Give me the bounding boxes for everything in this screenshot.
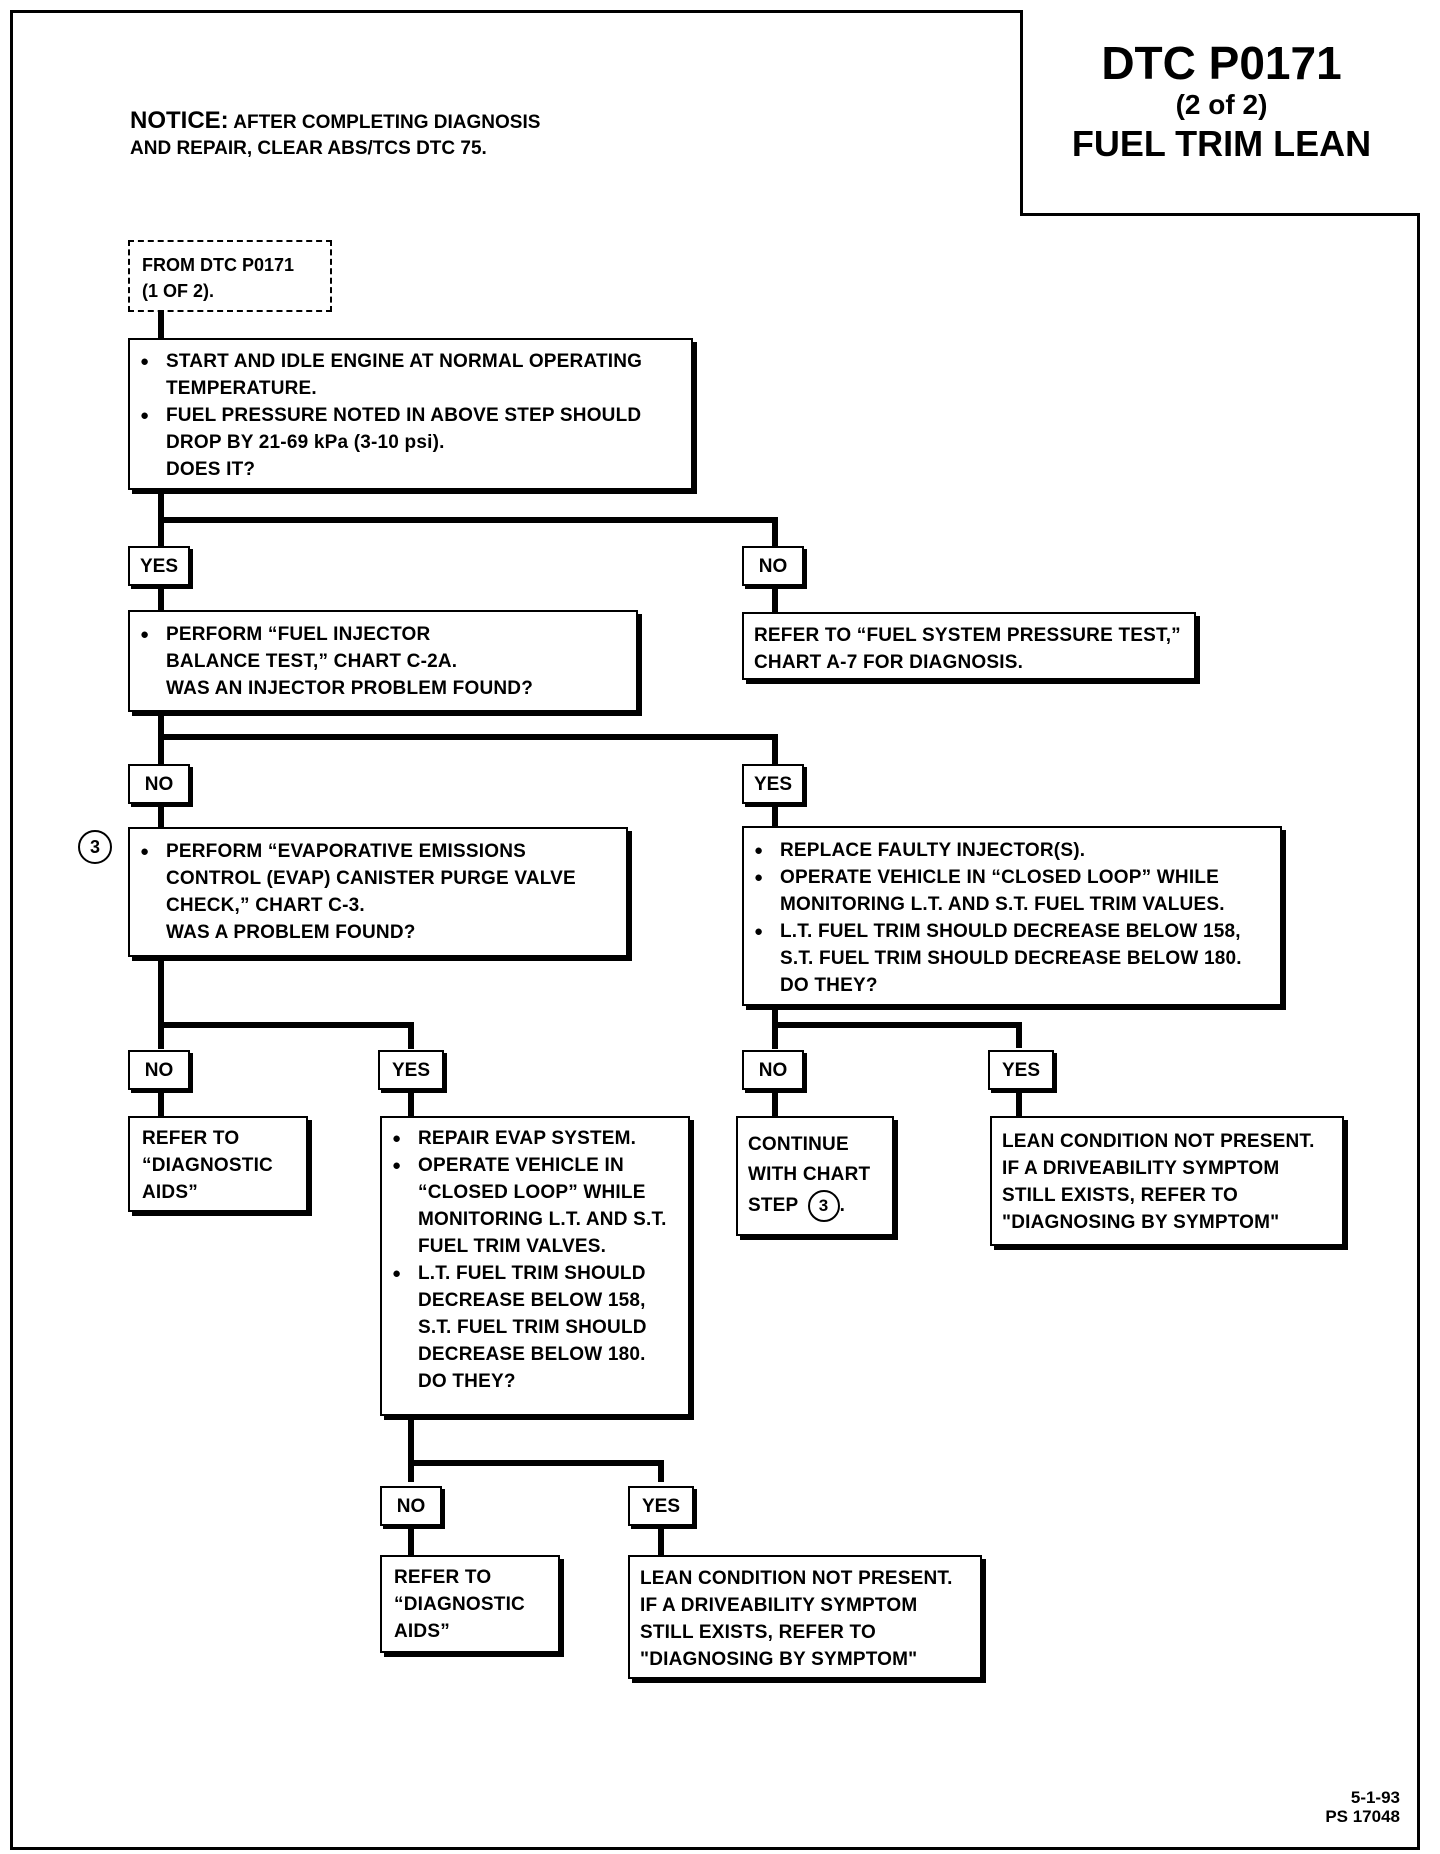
injector-yes-bullet2: OPERATE VEHICLE IN “CLOSED LOOP” WHILE M… [748,864,1270,918]
no-label: NO [380,1486,442,1526]
page-frame [10,10,1420,1850]
connector [158,1022,414,1028]
no-label: NO [742,1050,804,1090]
connector [158,1091,164,1118]
from-dtc-box: FROM DTC P0171 (1 OF 2). [128,240,332,312]
continue-step-label: STEP [748,1195,799,1216]
notice-lead: NOTICE: [130,107,229,134]
evap-yes-bullet1: REPAIR EVAP SYSTEM. [386,1125,678,1152]
refer-fuel-pressure-box: REFER TO “FUEL SYSTEM PRESSURE TEST,” CH… [742,612,1196,680]
connector [772,1091,778,1118]
lean-not-present-box-1: LEAN CONDITION NOT PRESENT. IF A DRIVEAB… [990,1116,1344,1246]
title-code: DTC P0171 [1101,37,1342,89]
step3-bullet1: PERFORM “EVAPORATIVE EMISSIONS CONTROL (… [134,838,616,919]
refer-da2-line3: AIDS” [394,1621,450,1642]
step3-box: PERFORM “EVAPORATIVE EMISSIONS CONTROL (… [128,827,628,957]
yes-label: YES [742,764,804,804]
connector [772,734,778,768]
continue-line2: WITH CHART [748,1164,871,1185]
connector [158,585,164,610]
evap-yes-bullet2: OPERATE VEHICLE IN “CLOSED LOOP” WHILE M… [386,1152,678,1260]
step2-box: PERFORM “FUEL INJECTOR BALANCE TEST,” CH… [128,610,638,712]
title-name: FUEL TRIM LEAN [1071,123,1372,164]
evap-yes-box: REPAIR EVAP SYSTEM. OPERATE VEHICLE IN “… [380,1116,690,1416]
lnp2-line4: "DIAGNOSING BY SYMPTOM" [640,1649,918,1670]
notice: NOTICE: AFTER COMPLETING DIAGNOSIS AND R… [130,108,540,162]
injector-yes-question: DO THEY? [780,975,878,996]
notice-line2: AND REPAIR, CLEAR ABS/TCS DTC 75. [130,138,487,159]
title-part: (2 of 2) [1175,89,1268,120]
connector [1016,1022,1022,1048]
continue-line1: CONTINUE [748,1134,849,1155]
notice-line1: AFTER COMPLETING DIAGNOSIS [233,112,541,133]
injector-yes-box: REPLACE FAULTY INJECTOR(S). OPERATE VEHI… [742,826,1282,1006]
step3-question: WAS A PROBLEM FOUND? [166,922,416,943]
refer-da2-line2: “DIAGNOSTIC [394,1594,525,1615]
lnp2-line3: STILL EXISTS, REFER TO [640,1622,876,1643]
injector-yes-bullet3: L.T. FUEL TRIM SHOULD DECREASE BELOW 158… [748,918,1270,972]
refer-da2-line1: REFER TO [394,1567,492,1588]
connector [772,804,778,829]
continue-line3: STEP 3. [748,1190,892,1222]
connector [772,1022,1022,1028]
lnp2-line2: IF A DRIVEABILITY SYMPTOM [640,1595,918,1616]
connector [772,585,778,615]
lnp1-line4: "DIAGNOSING BY SYMPTOM" [1002,1212,1280,1233]
step2-bullet1: PERFORM “FUEL INJECTOR BALANCE TEST,” CH… [134,621,626,675]
refer-fp-line2: CHART A-7 FOR DIAGNOSIS. [754,652,1024,673]
step1-bullet1: START AND IDLE ENGINE AT NORMAL OPERATIN… [134,348,681,402]
lnp2-line1: LEAN CONDITION NOT PRESENT. [640,1568,953,1589]
no-label: NO [128,1050,190,1090]
evap-yes-question: DO THEY? [418,1371,516,1392]
evap-yes-bullet3: L.T. FUEL TRIM SHOULD DECREASE BELOW 158… [386,1260,678,1368]
connector [158,804,164,829]
lnp1-line1: LEAN CONDITION NOT PRESENT. [1002,1131,1315,1152]
continue-box: CONTINUE WITH CHART STEP 3. [736,1116,894,1236]
refer-da1-line1: REFER TO [142,1128,240,1149]
step3-marker: 3 [78,830,112,864]
no-label: NO [742,546,804,586]
yes-label: YES [378,1050,444,1090]
refer-fp-line1: REFER TO “FUEL SYSTEM PRESSURE TEST,” [754,625,1181,646]
connector [158,955,164,1049]
from-line2: (1 OF 2). [142,281,215,301]
yes-label: YES [988,1050,1054,1090]
footer: 5-1-93 PS 17048 [1325,1788,1400,1826]
lnp1-line3: STILL EXISTS, REFER TO [1002,1185,1238,1206]
refer-diagnostic-aids-box-1: REFER TO “DIAGNOSTIC AIDS” [128,1116,308,1212]
lean-not-present-box-2: LEAN CONDITION NOT PRESENT. IF A DRIVEAB… [628,1555,982,1679]
footer-date: 5-1-93 [1350,1788,1400,1807]
yes-label: YES [628,1486,694,1526]
footer-code: PS 17048 [1325,1807,1400,1826]
title-block: DTC P0171 (2 of 2) FUEL TRIM LEAN [1020,10,1420,216]
yes-label: YES [128,546,190,586]
connector [408,1525,414,1555]
connector [658,1460,664,1482]
injector-yes-bullet1: REPLACE FAULTY INJECTOR(S). [748,837,1270,864]
step1-question: DOES IT? [166,459,256,480]
connector [1016,1091,1022,1118]
connector [408,1460,664,1466]
connector [408,1414,414,1482]
connector [408,1022,414,1049]
connector [408,1091,414,1118]
step2-question: WAS AN INJECTOR PROBLEM FOUND? [166,678,534,699]
continue-period: . [839,1195,846,1216]
no-label: NO [128,764,190,804]
connector [158,734,778,740]
connector [158,517,778,523]
refer-da1-line2: “DIAGNOSTIC [142,1155,273,1176]
from-line1: FROM DTC P0171 [142,255,295,275]
connector [772,517,778,550]
continue-step-marker: 3 [807,1190,840,1222]
lnp1-line2: IF A DRIVEABILITY SYMPTOM [1002,1158,1280,1179]
refer-da1-line3: AIDS” [142,1182,198,1203]
refer-diagnostic-aids-box-2: REFER TO “DIAGNOSTIC AIDS” [380,1555,560,1653]
step1-bullet2: FUEL PRESSURE NOTED IN ABOVE STEP SHOULD… [134,402,681,456]
connector [658,1525,664,1555]
connector [158,310,164,340]
step1-box: START AND IDLE ENGINE AT NORMAL OPERATIN… [128,338,693,490]
